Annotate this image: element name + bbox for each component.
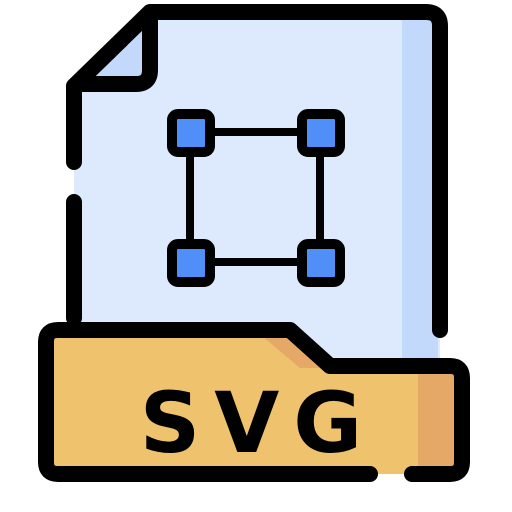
- vector-frame-outline: [186, 128, 324, 266]
- anchor-handle-top-left: [167, 109, 215, 157]
- anchor-handle-bottom-right: [297, 239, 345, 287]
- tab-shade-top: [262, 336, 326, 368]
- anchor-handle-bottom-left: [167, 239, 215, 287]
- file-type-tab: SVG: [38, 322, 470, 482]
- tab-shade-right: [418, 370, 456, 468]
- vector-frame: [167, 109, 345, 287]
- page-outline: [66, 4, 448, 338]
- tab-outline: [38, 322, 470, 482]
- file-type-label: SVG: [140, 374, 376, 472]
- anchor-handle-top-right: [297, 109, 345, 157]
- page-shade: [402, 14, 438, 472]
